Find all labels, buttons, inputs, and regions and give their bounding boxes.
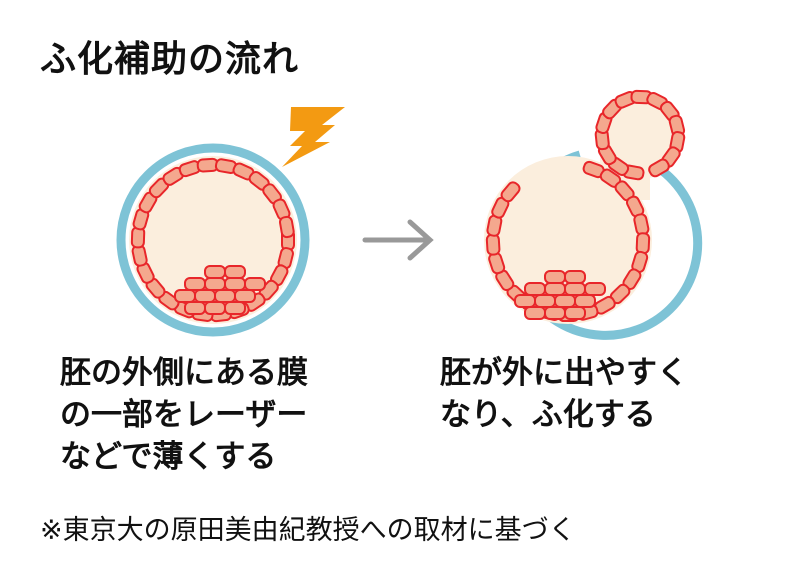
cell: [184, 301, 206, 315]
laser-lightning-icon: [282, 107, 345, 167]
cell: [194, 289, 216, 303]
cell: [544, 306, 566, 320]
cell: [544, 282, 566, 296]
left-caption-line: 胚の外側にある膜: [60, 355, 308, 391]
cell: [224, 277, 246, 291]
cell: [130, 226, 146, 249]
cell: [524, 306, 546, 320]
cell: [564, 306, 586, 320]
cell: [584, 282, 606, 296]
arrow-icon: [362, 219, 434, 261]
cell: [244, 277, 266, 291]
cell: [524, 282, 546, 296]
cell: [500, 181, 521, 203]
left-caption-line: などで薄くする: [60, 439, 277, 475]
left-caption-line: の一部をレーザー: [60, 397, 308, 433]
cell: [224, 265, 246, 279]
cell: [214, 289, 236, 303]
cell: [485, 233, 501, 256]
cell: [534, 294, 556, 308]
cell: [574, 294, 596, 308]
diagram-title: ふ化補助の流れ: [40, 39, 300, 80]
cells: [130, 89, 686, 323]
cell: [564, 270, 586, 284]
cell: [554, 294, 576, 308]
cell: [234, 289, 256, 303]
right-caption-line: 胚が外に出やすく: [440, 355, 688, 391]
cell: [279, 215, 295, 239]
cell: [204, 301, 226, 315]
cell: [564, 282, 586, 296]
cell: [204, 265, 226, 279]
cell: [635, 232, 651, 255]
right-caption-line: なり、ふ化する: [440, 397, 656, 433]
cell: [184, 277, 206, 291]
cell: [174, 289, 196, 303]
cell: [224, 301, 246, 315]
footnote: ※東京大の原田美由紀教授への取材に基づく: [40, 515, 576, 546]
cell: [648, 158, 670, 178]
cell: [544, 270, 566, 284]
cell: [204, 277, 226, 291]
zona-pellucida-membrane: [116, 143, 310, 337]
cell: [514, 294, 536, 308]
